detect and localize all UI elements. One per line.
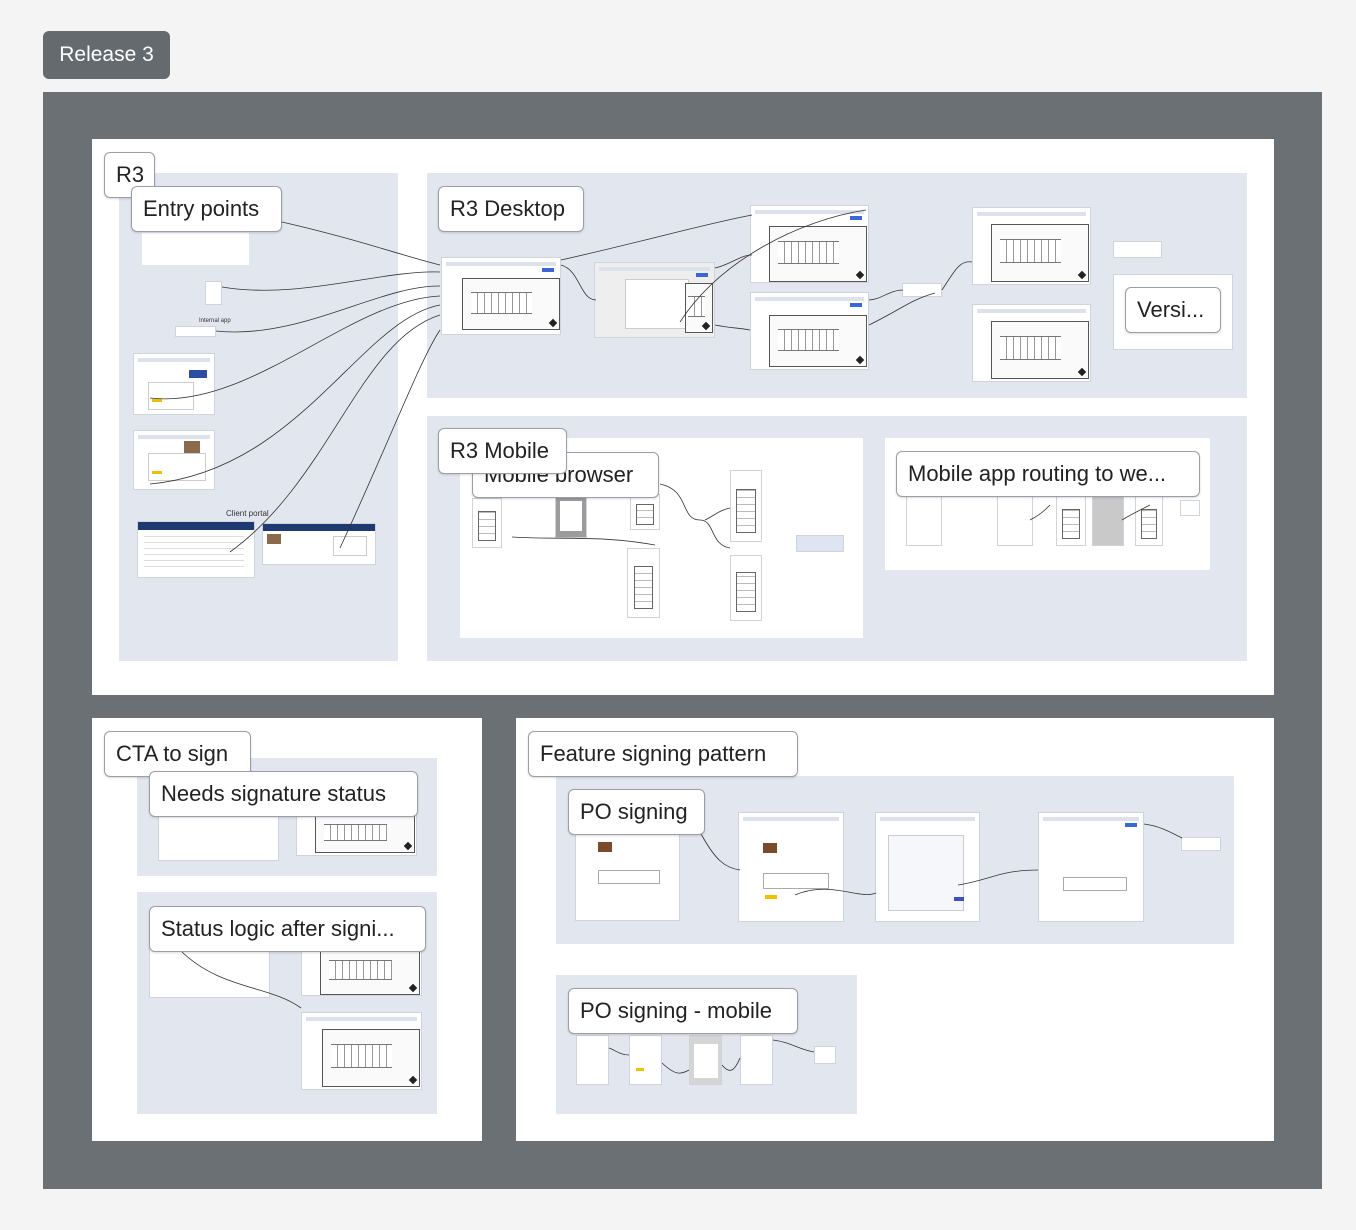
po-signing-mobile-label[interactable]: PO signing - mobile (568, 988, 798, 1034)
po-mobile-thumb-4[interactable] (740, 1035, 773, 1085)
needs-signature-doc-thumb[interactable] (296, 808, 417, 856)
mobile-phone-thumb-3[interactable] (630, 494, 660, 530)
entry-popover-thumb[interactable] (175, 326, 216, 337)
desktop-sign-dialog-thumb[interactable] (594, 262, 715, 338)
r3-desktop-label[interactable]: R3 Desktop (438, 186, 584, 232)
mobile-phone-thumb-5[interactable] (730, 470, 762, 542)
release-label[interactable]: Release 3 (43, 31, 170, 79)
entry-menu-thumb[interactable] (205, 281, 222, 305)
mobile-app-thumb-3[interactable] (1056, 496, 1086, 546)
status-logic-doc-thumb-2[interactable] (301, 1012, 422, 1090)
needs-signature-list-thumb[interactable] (158, 813, 279, 861)
po-mobile-toast-thumb[interactable] (814, 1046, 836, 1064)
desktop-doc-thumb-4[interactable] (972, 207, 1091, 285)
client-portal-note: Client portal (226, 509, 269, 518)
status-logic-label[interactable]: Status logic after signi... (149, 906, 426, 952)
desktop-doc-thumb-2[interactable] (750, 205, 869, 283)
desktop-doc-thumb-5[interactable] (972, 304, 1091, 382)
po-thumb-3[interactable] (875, 812, 980, 922)
entry-points-label[interactable]: Entry points (131, 186, 282, 232)
status-logic-doc-thumb-1[interactable] (301, 940, 422, 996)
po-mobile-thumb-1[interactable] (576, 1035, 609, 1085)
client-portal-thumb-2[interactable] (262, 523, 376, 565)
mobile-phone-thumb-2[interactable] (555, 494, 587, 538)
mobile-modal-thumb[interactable] (796, 535, 844, 552)
mobile-app-thumb-6[interactable] (1180, 500, 1200, 516)
entry-email-thumb-2[interactable] (133, 430, 215, 490)
mobile-app-thumb-1[interactable] (906, 496, 942, 546)
entry-blank-card (142, 233, 249, 265)
needs-signature-label[interactable]: Needs signature status (149, 771, 418, 817)
po-thumb-1[interactable] (575, 833, 680, 921)
cta-label[interactable]: CTA to sign (104, 731, 251, 777)
desktop-doc-thumb-1[interactable] (441, 257, 561, 335)
r3-mobile-label[interactable]: R3 Mobile (438, 428, 567, 474)
mobile-phone-thumb-1[interactable] (472, 498, 502, 548)
po-thumb-2[interactable] (738, 812, 844, 922)
versions-label[interactable]: Versi... (1125, 287, 1221, 333)
po-mobile-thumb-3[interactable] (689, 1035, 722, 1085)
mobile-app-thumb-5[interactable] (1135, 496, 1163, 546)
po-signing-label[interactable]: PO signing (568, 789, 705, 835)
feature-label[interactable]: Feature signing pattern (528, 731, 798, 777)
internal-app-note: Internal app (199, 318, 231, 324)
po-mobile-thumb-2[interactable] (629, 1035, 662, 1085)
client-portal-thumb-1[interactable] (137, 521, 255, 578)
mobile-app-label[interactable]: Mobile app routing to we... (896, 451, 1200, 497)
mobile-phone-thumb-4[interactable] (627, 548, 660, 618)
po-toast-thumb[interactable] (1181, 837, 1221, 851)
desktop-versions-card[interactable] (1113, 241, 1162, 258)
desktop-doc-thumb-3[interactable] (750, 292, 869, 370)
entry-email-thumb-1[interactable] (133, 353, 215, 415)
po-thumb-4[interactable] (1038, 812, 1144, 922)
mobile-phone-thumb-6[interactable] (730, 555, 762, 621)
